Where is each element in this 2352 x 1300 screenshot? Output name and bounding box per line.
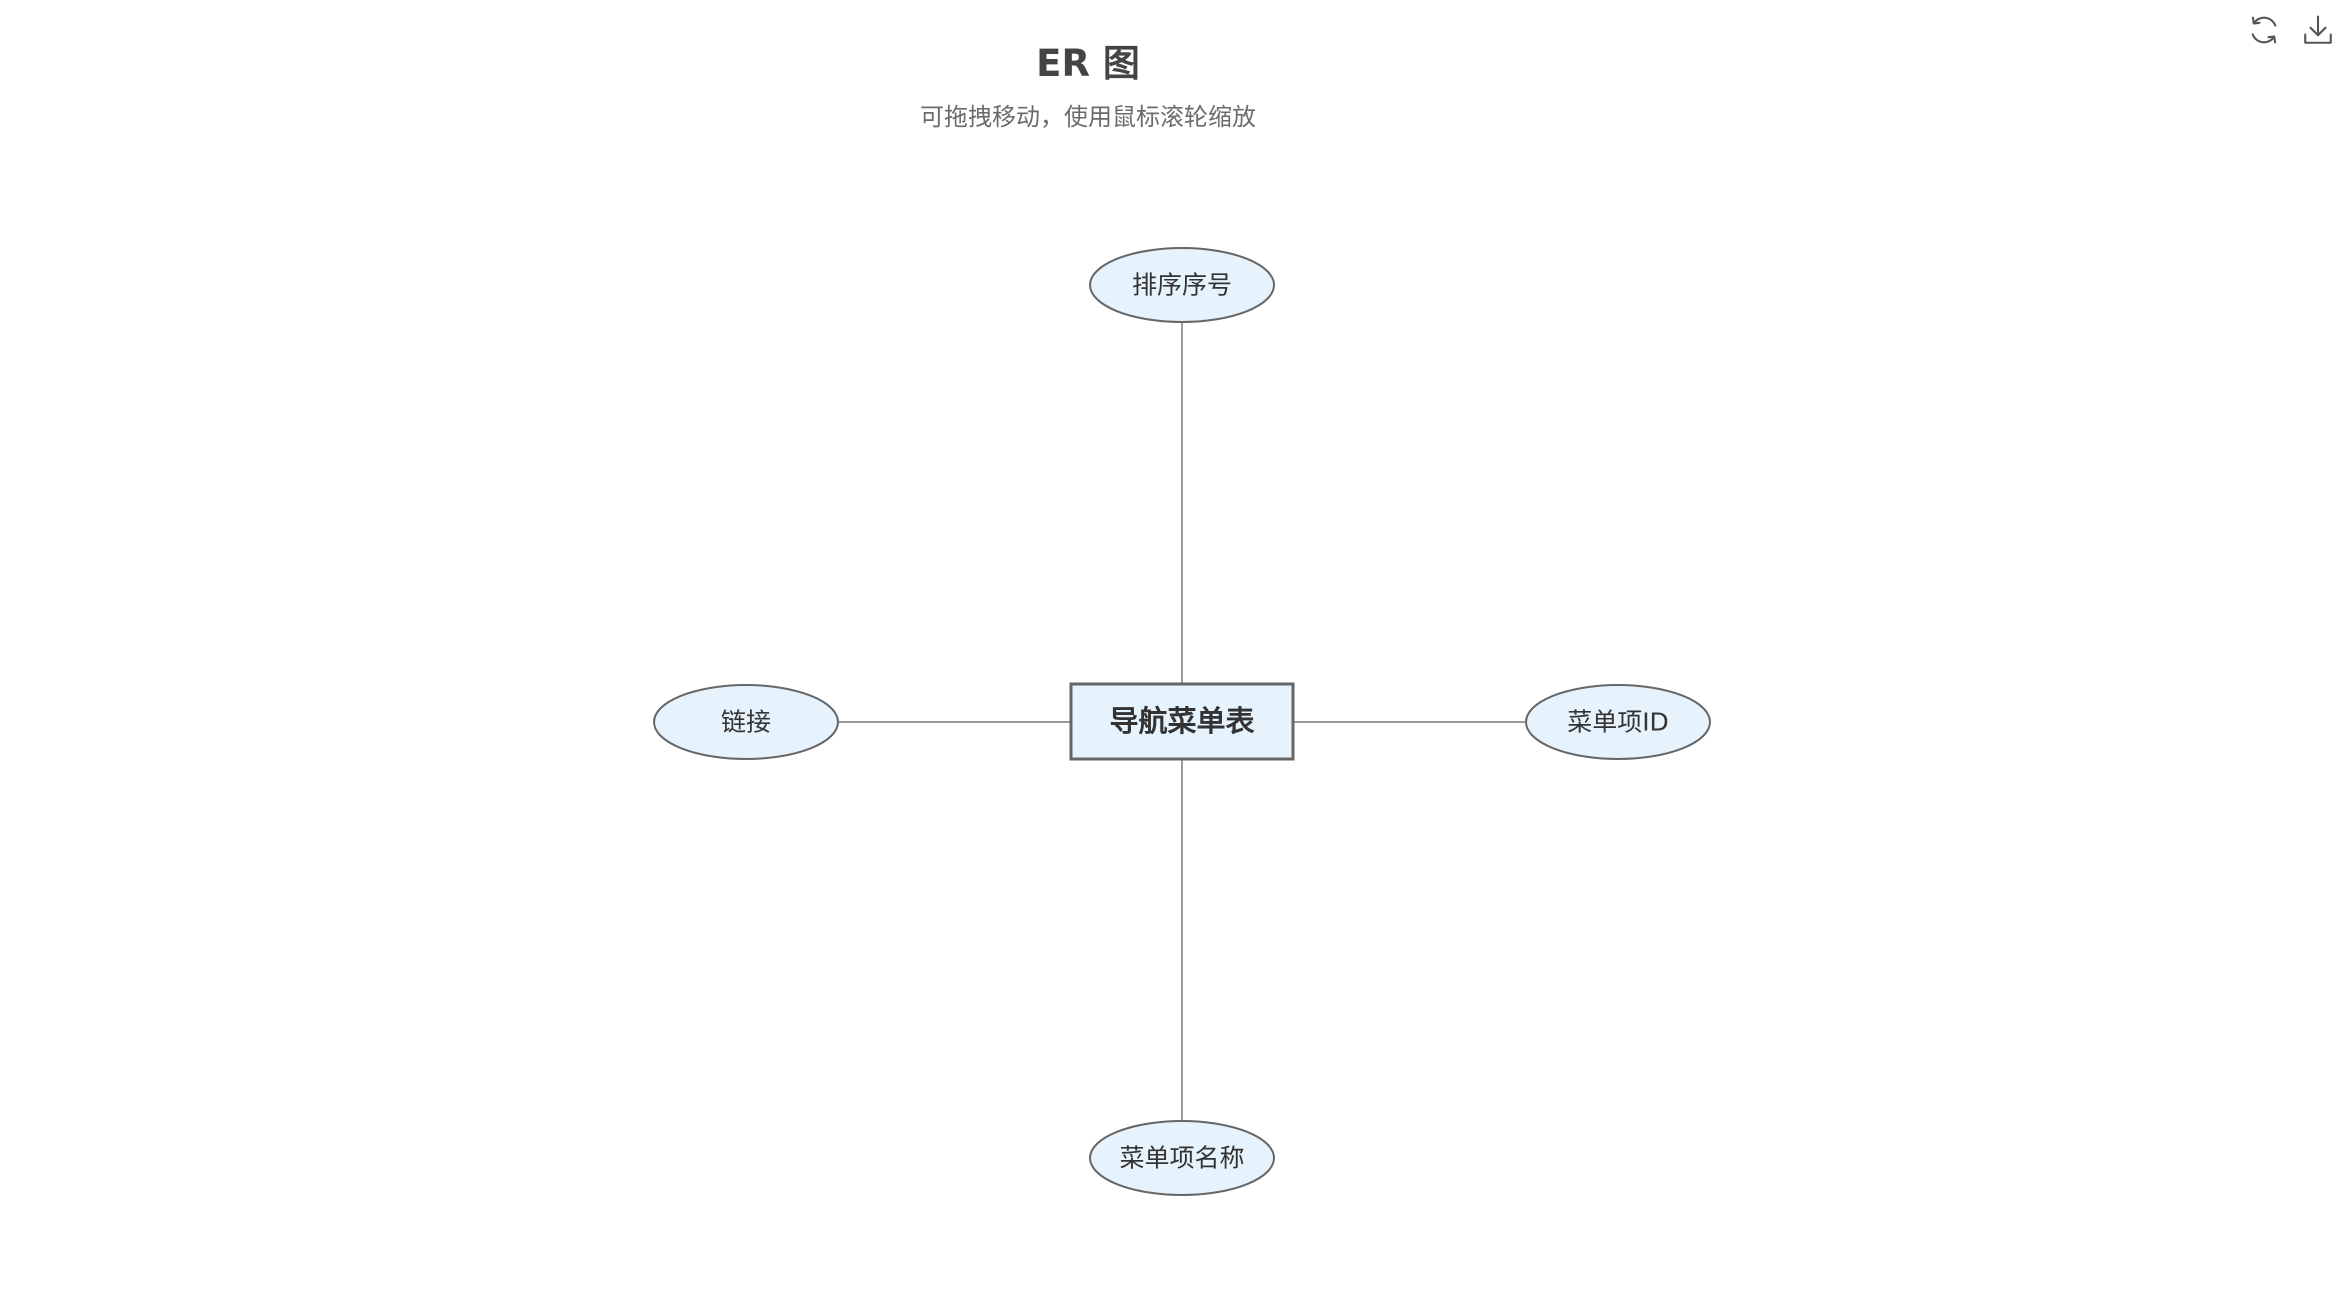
download-icon	[2304, 15, 2332, 44]
attribute-label: 菜单项ID	[1567, 708, 1669, 737]
entity-label: 导航菜单表	[1109, 704, 1254, 738]
entity-rect	[1069, 682, 1295, 761]
toolbar	[2244, 10, 2338, 50]
attribute-label: 菜单项名称	[1119, 1144, 1244, 1173]
attribute-node-bottom[interactable]: 菜单项名称	[1089, 1120, 1275, 1196]
page-subtitle: 可拖拽移动，使用鼠标滚轮缩放	[920, 103, 1256, 131]
diagram-header: ER 图 可拖拽移动，使用鼠标滚轮缩放	[0, 38, 2352, 134]
attribute-label: 排序序号	[1132, 271, 1232, 300]
attribute-node-right[interactable]: 菜单项ID	[1525, 684, 1711, 760]
refresh-button[interactable]	[2244, 10, 2284, 50]
attribute-ellipse	[1089, 247, 1275, 323]
attribute-node-top[interactable]: 排序序号	[1089, 247, 1275, 323]
attribute-ellipse	[1089, 1120, 1275, 1196]
attribute-ellipse	[653, 684, 839, 760]
download-button[interactable]	[2298, 10, 2338, 50]
attribute-label: 链接	[721, 708, 771, 737]
attribute-node-left[interactable]: 链接	[653, 684, 839, 760]
page-title: ER 图	[1036, 42, 1140, 85]
entity-node[interactable]: 导航菜单表	[1069, 682, 1295, 761]
refresh-icon	[2251, 16, 2277, 44]
attribute-ellipse	[1525, 684, 1711, 760]
